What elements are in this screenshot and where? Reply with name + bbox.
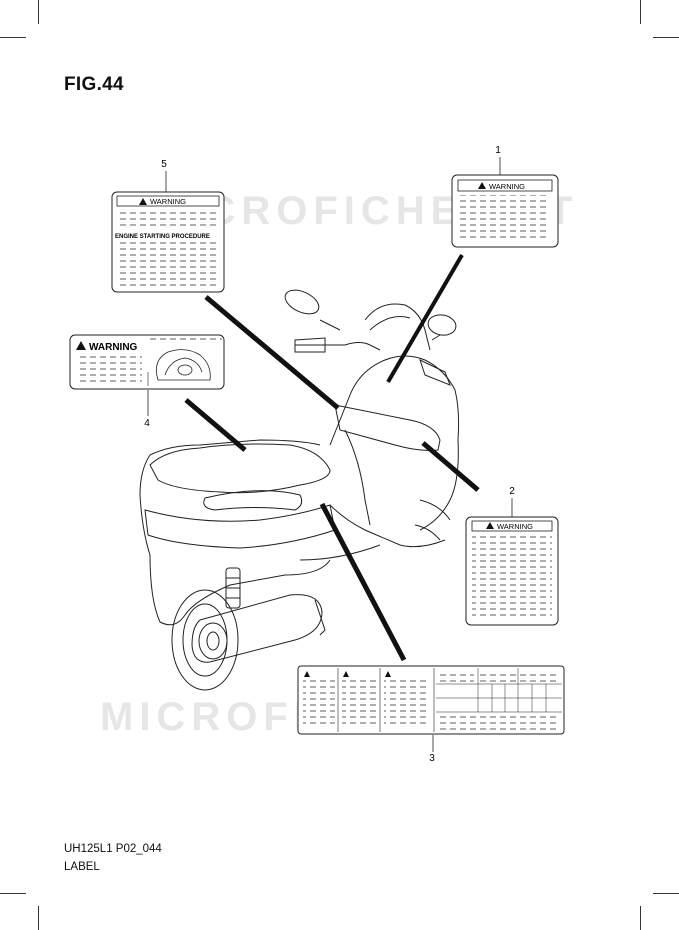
crop-mark-top-right [640, 0, 641, 24]
spec-table [436, 668, 562, 713]
crop-mark-top-left-h [0, 37, 26, 38]
crop-mark-top-right-h [653, 37, 679, 38]
crop-mark-bottom-left [38, 906, 39, 930]
warning-triangle-icon [304, 671, 310, 677]
callout-4[interactable]: WARNING 4 [69, 334, 225, 429]
warning-triangle-icon [478, 182, 486, 189]
warning-heading: WARNING [89, 342, 138, 353]
helmet-icon [155, 349, 211, 381]
callout-number: 5 [161, 159, 167, 170]
callout-number: 4 [144, 418, 150, 429]
figure-code: UH125L1 P02_044 [64, 843, 162, 855]
leader-lines [184, 253, 480, 662]
callout-number: 2 [509, 486, 515, 497]
scooter-outline [139, 289, 460, 691]
figure-caption: LABEL [64, 861, 100, 873]
callout-3[interactable]: 3 [297, 665, 565, 764]
crop-mark-top-left [38, 0, 39, 24]
callout-2[interactable]: 2 WARNING [465, 486, 559, 626]
crop-mark-bottom-left-h [0, 893, 26, 894]
crop-mark-bottom-right [640, 906, 641, 930]
warning-triangle-icon [76, 341, 86, 350]
warning-triangle-icon [343, 671, 349, 677]
warning-triangle-icon [139, 198, 147, 205]
warning-heading: WARNING [150, 197, 186, 206]
warning-heading: WARNING [497, 522, 533, 531]
engine-procedure-heading: ENGINE STARTING PROCEDURE [115, 234, 210, 240]
callout-1[interactable]: 1 WARNING [451, 145, 559, 248]
warning-triangle-icon [486, 522, 494, 529]
callout-number: 1 [495, 145, 501, 156]
crop-mark-bottom-right-h [653, 893, 679, 894]
callout-number: 3 [429, 753, 435, 764]
warning-triangle-icon [385, 671, 391, 677]
warning-heading: WARNING [489, 182, 525, 191]
callout-5[interactable]: 5 WARNING ENGINE STARTING PROCEDURE [111, 159, 225, 293]
figure-title: FIG.44 [64, 74, 124, 95]
